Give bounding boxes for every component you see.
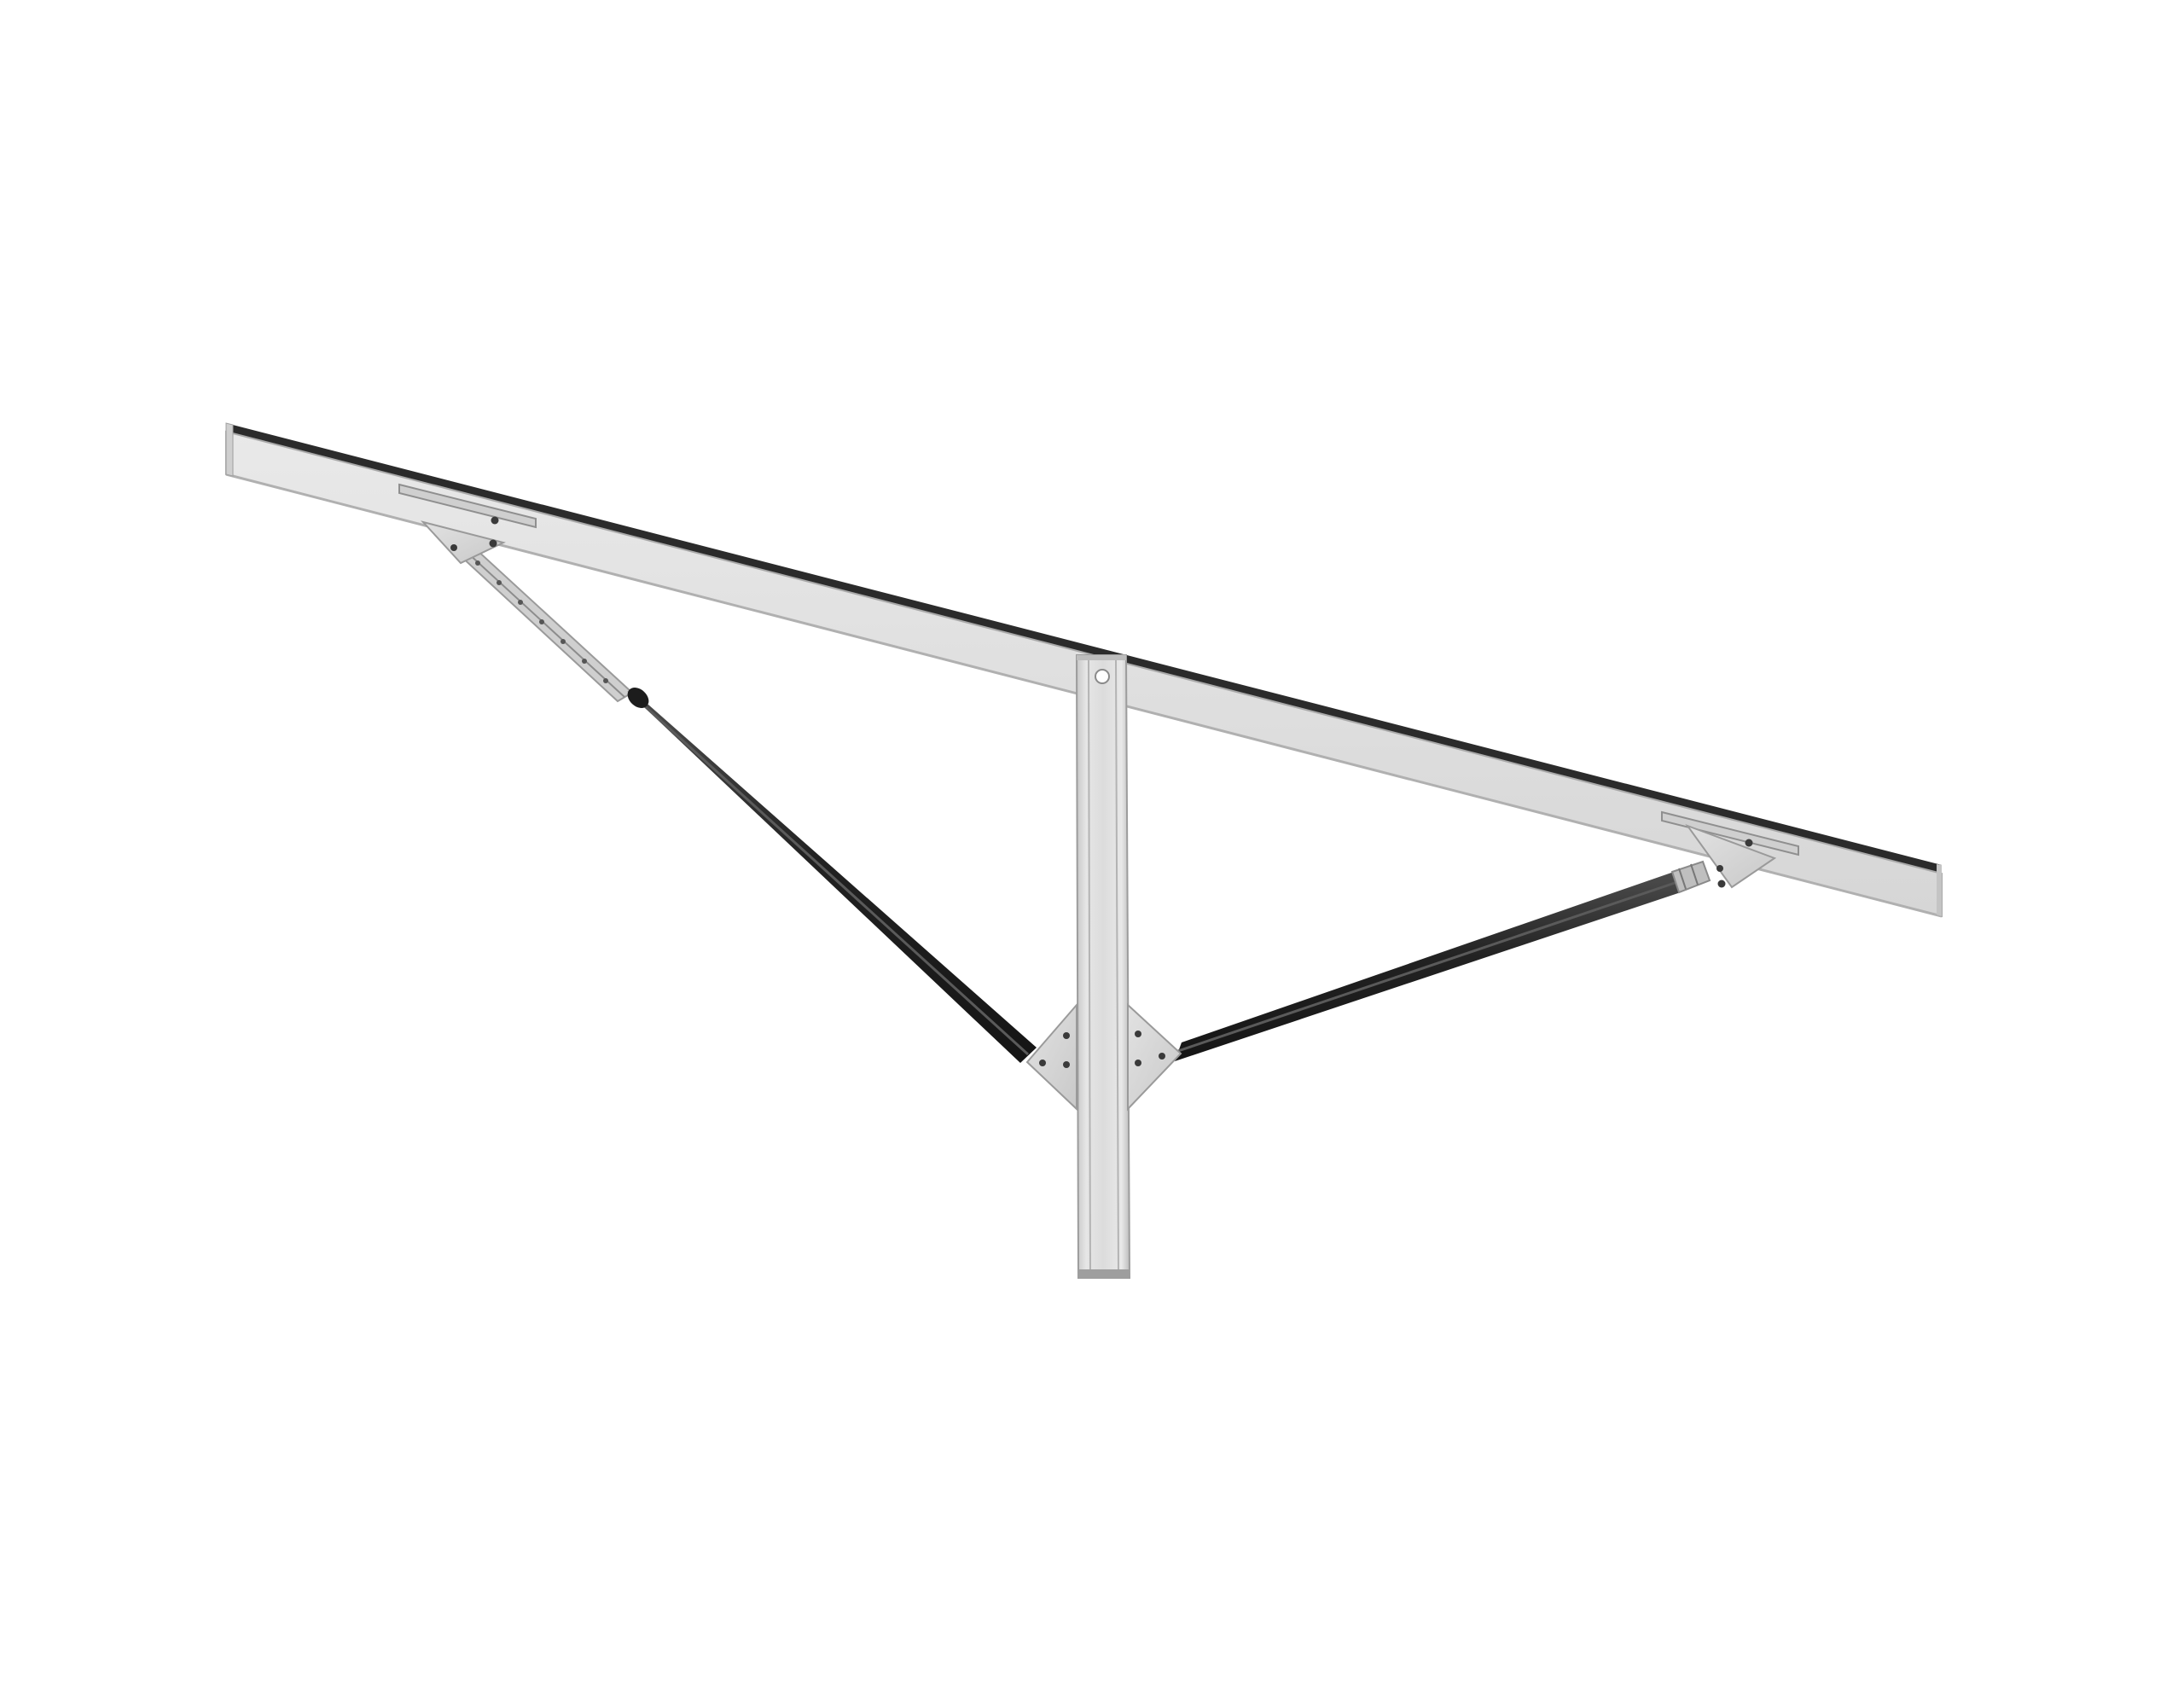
vertical-post [1075,654,1131,1279]
bolt-icon [1135,1031,1141,1037]
left-rail-clamp-bracket [398,483,537,565]
bolt-icon [1716,865,1723,872]
bolt-icon [1717,880,1726,888]
bolt-icon [1063,1032,1070,1039]
bolt-icon [1039,1060,1046,1066]
bolt-icon [489,539,497,548]
post-gusset-plates [1025,1002,1182,1112]
bolt-icon [1135,1060,1141,1066]
right-rail-clamp-bracket [1661,810,1799,889]
bolt-icon [1745,839,1753,847]
bolt-icon [450,544,457,551]
bolt-icon [1159,1053,1165,1060]
bolt-icon [491,516,499,525]
post-top-hole [1095,669,1110,684]
strut-adjustment-holes [475,560,608,683]
bolt-icon [1063,1061,1070,1068]
right-diagonal-strut [1175,860,1711,1061]
left-diagonal-strut [446,537,1037,1063]
